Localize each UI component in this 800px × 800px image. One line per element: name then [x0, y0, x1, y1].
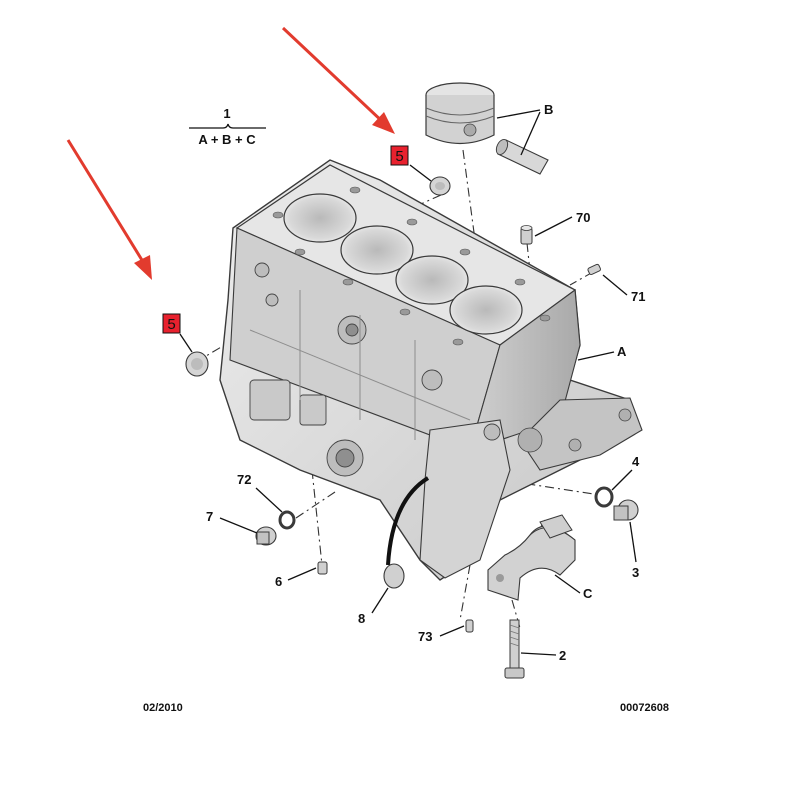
pin-6 [317, 561, 328, 575]
label-4: 4 [632, 454, 640, 469]
red-arrow-icon [281, 26, 395, 134]
washer-72 [278, 510, 296, 530]
bearing-cap [487, 514, 576, 601]
label-C: C [583, 586, 593, 601]
core-plug-upper [429, 176, 451, 196]
footer-date: 02/2010 [143, 702, 183, 714]
engine-block [219, 159, 643, 581]
label-7: 7 [206, 509, 213, 524]
pin-71 [587, 263, 601, 276]
label-B: B [544, 102, 553, 117]
label-5-lower: 5 [167, 316, 175, 333]
red-arrow-icon [66, 139, 152, 280]
core-plug-lower [185, 351, 209, 377]
assembly-formula: 1 A + B + C [189, 106, 266, 147]
label-6: 6 [275, 574, 282, 589]
pin-73 [465, 619, 474, 633]
label-3: 3 [632, 565, 639, 580]
label-71: 71 [631, 289, 645, 304]
label-8: 8 [358, 611, 365, 626]
leader-lines [179, 109, 637, 656]
footer-reference: 00072608 [620, 702, 669, 714]
highlight-label-5-upper: 5 [390, 145, 409, 166]
assembly-formula-text: A + B + C [198, 132, 256, 147]
label-A: A [617, 344, 627, 359]
bolt-2 [504, 619, 525, 679]
washer-4 [594, 486, 614, 508]
label-2: 2 [559, 648, 566, 663]
cylinder-bores [283, 193, 523, 335]
label-70: 70 [576, 210, 590, 225]
label-72: 72 [237, 472, 251, 487]
label-73: 73 [418, 629, 432, 644]
assembly-number: 1 [223, 106, 230, 121]
dowel-70 [520, 225, 533, 245]
plug-7 [255, 526, 277, 546]
callout-labels: B 70 71 A 4 3 C 2 72 7 6 8 73 [206, 102, 645, 663]
plug-8 [383, 563, 405, 589]
highlight-label-5-lower: 5 [162, 313, 181, 334]
plug-3 [613, 499, 639, 521]
label-5-upper: 5 [395, 148, 403, 165]
piston-assembly [425, 82, 549, 175]
